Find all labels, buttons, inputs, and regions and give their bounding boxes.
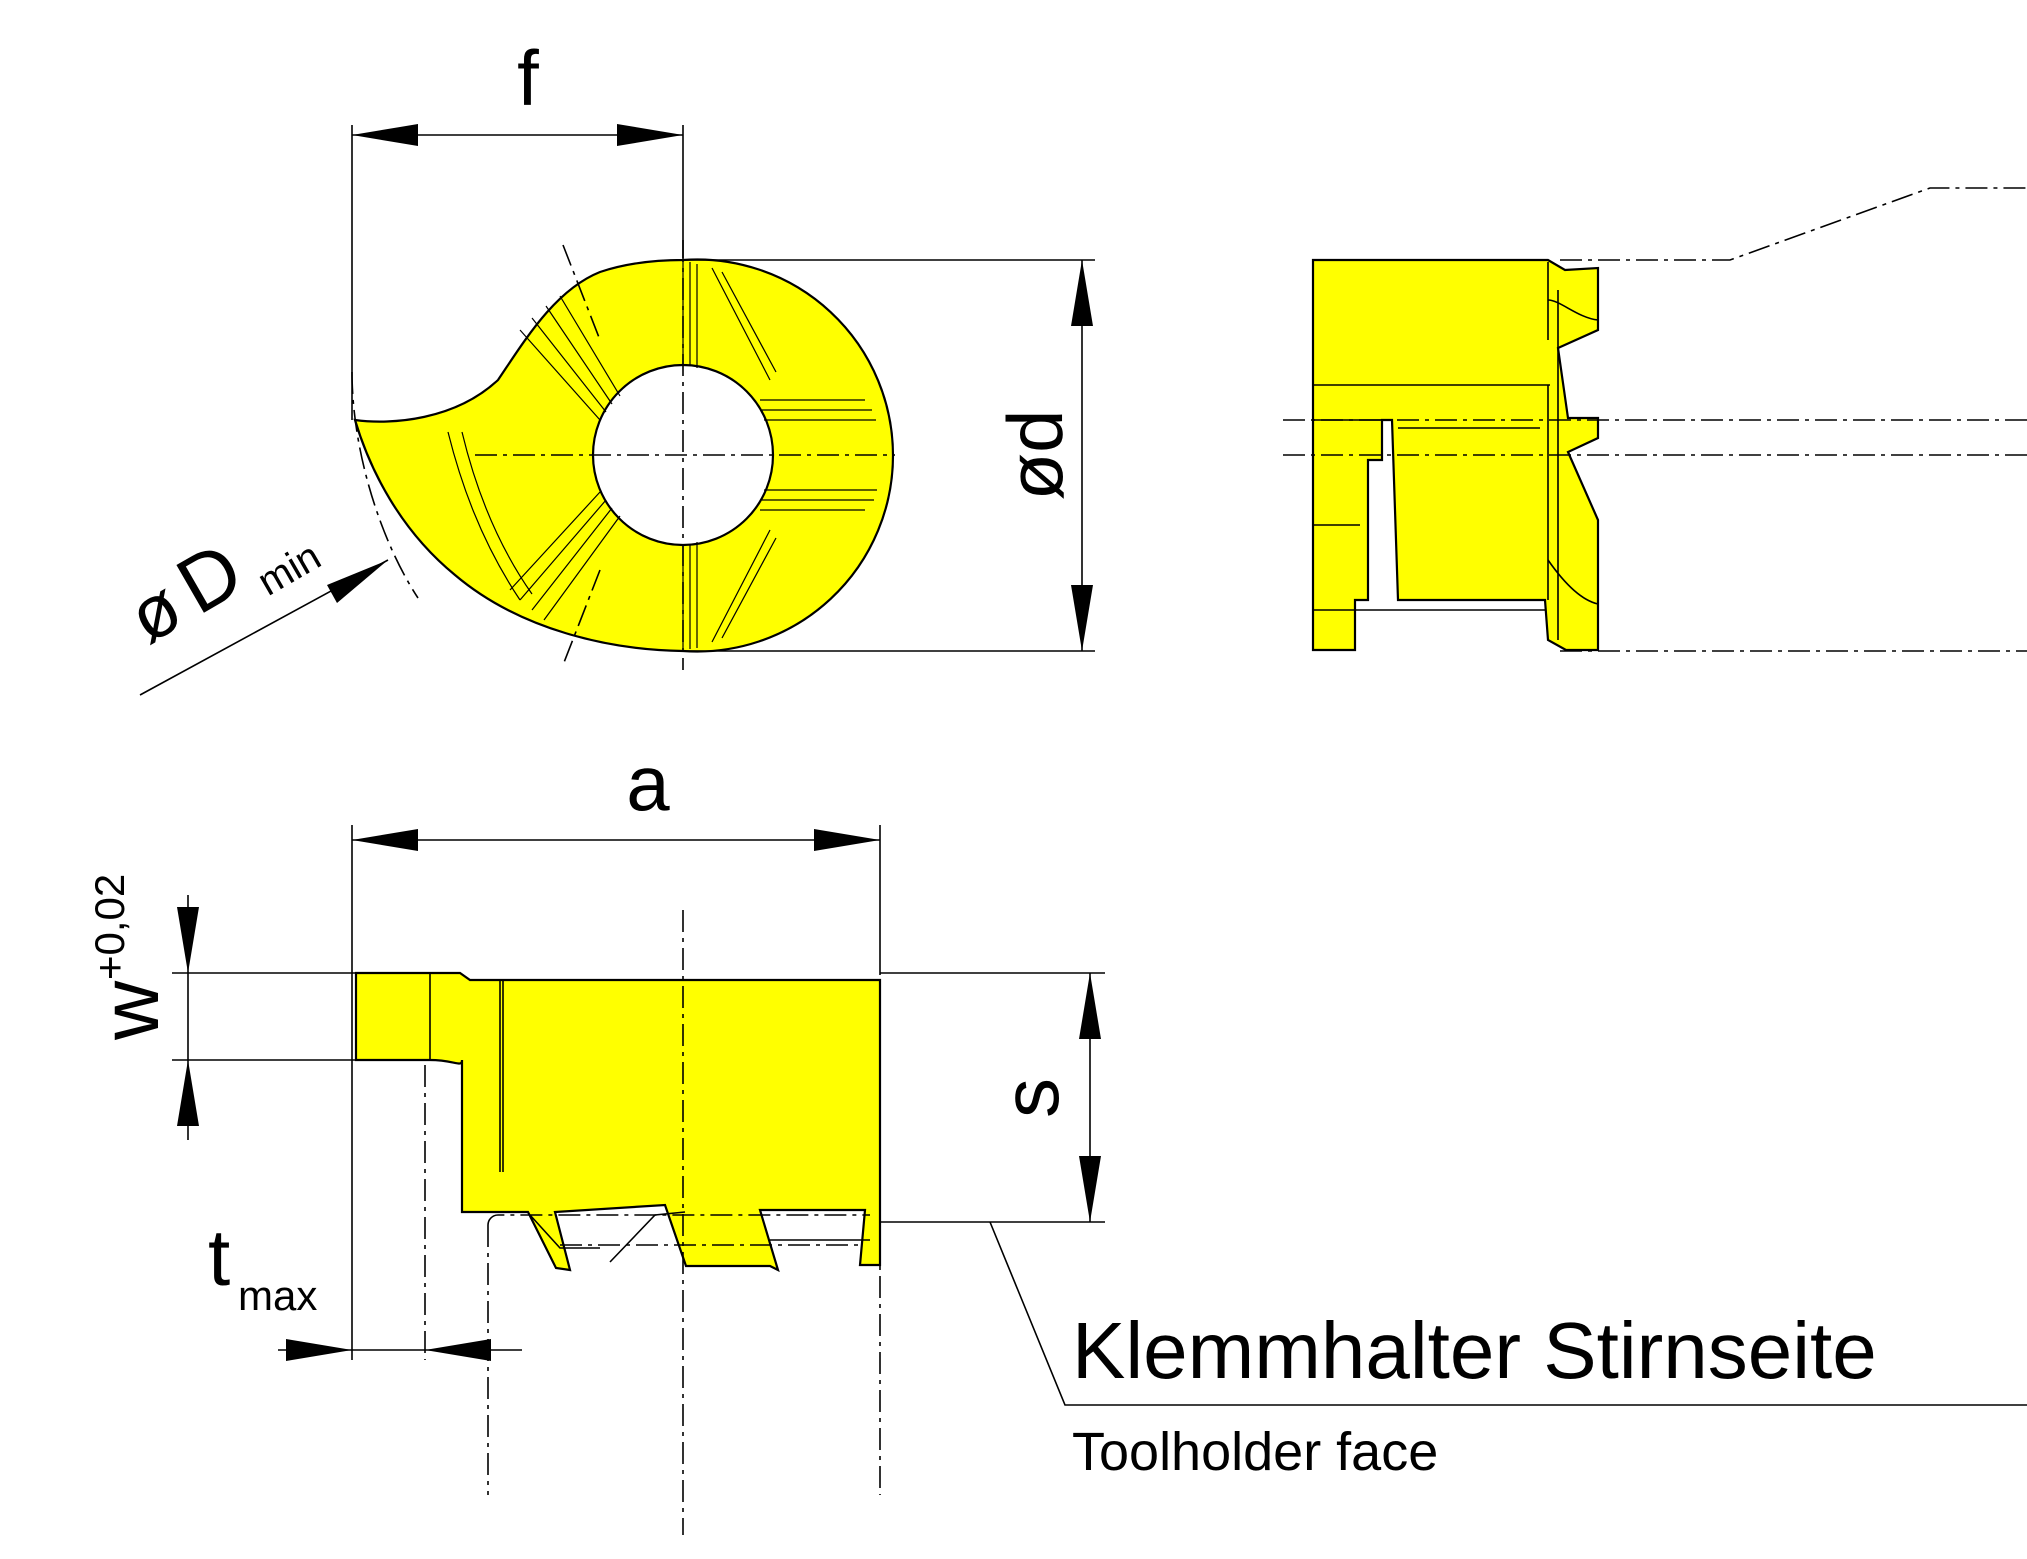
top-view: a s w +0,02 t max Klemmhalter Stirnseite… (85, 739, 2027, 1535)
label-s: s (986, 1078, 1075, 1118)
label-toolholder-face-en: Toolholder face (1072, 1422, 1438, 1482)
label-f: f (517, 34, 539, 122)
side-view (1283, 187, 2027, 652)
label-d-min: ø D min (115, 525, 329, 659)
label-w: w +0,02 (85, 874, 176, 1041)
side-detail-lines (1313, 262, 1599, 640)
label-a: a (626, 739, 670, 827)
label-toolholder-face-de: Klemmhalter Stirnseite (1072, 1306, 1877, 1395)
top-detail-lines (429, 973, 870, 1263)
svg-text:min: min (250, 534, 328, 604)
svg-text:w: w (85, 980, 176, 1041)
svg-text:+0,02: +0,02 (86, 874, 133, 980)
label-d: ød (991, 409, 1079, 500)
flute-lines (447, 262, 877, 650)
front-view: f ød ø D min (115, 34, 1095, 696)
label-t-sub: max (238, 1272, 317, 1319)
insert-top-body (354, 971, 882, 1273)
label-t: t (208, 1213, 230, 1302)
